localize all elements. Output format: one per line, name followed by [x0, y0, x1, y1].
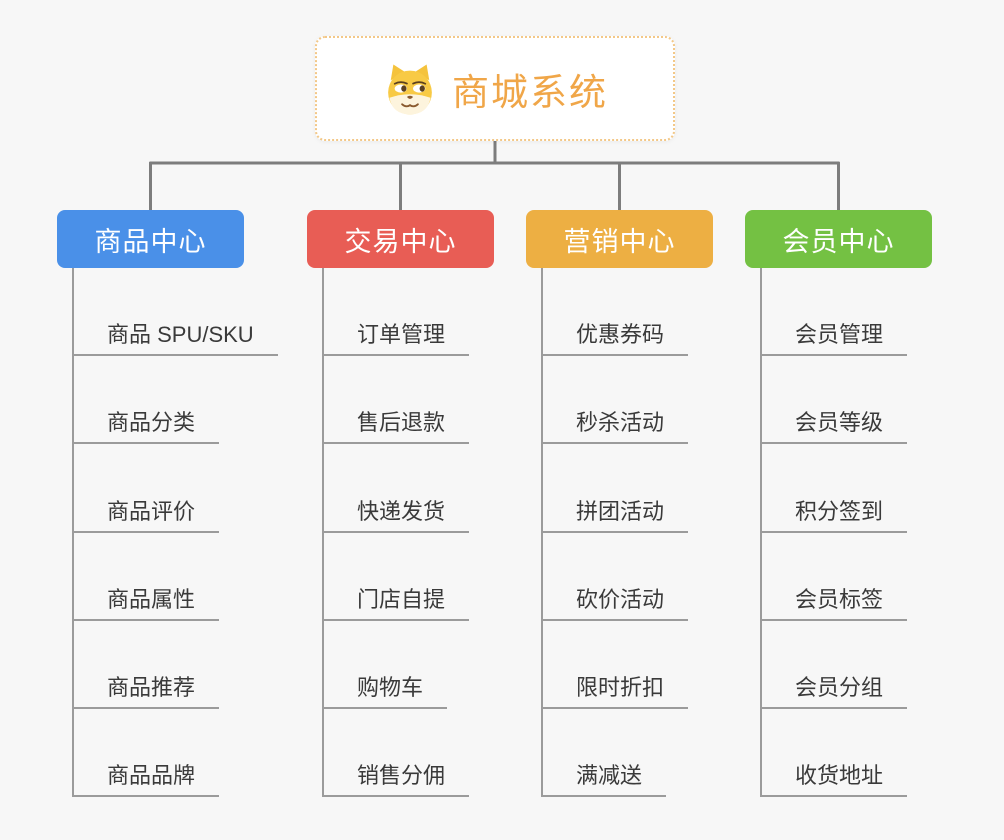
topic-node[interactable]: 商品推荐	[74, 621, 220, 709]
branch-items-trade-center: 订单管理 售后退款 快递发货 门店自提 购物车 销售分佣	[322, 268, 470, 798]
topic-node[interactable]: 快递发货	[324, 444, 470, 533]
root-node[interactable]: 商城系统	[315, 36, 675, 141]
connector-lines	[149, 139, 840, 213]
topic-node[interactable]: 销售分佣	[324, 709, 470, 798]
doge-face-icon	[382, 61, 438, 117]
branch-items-product-center: 商品 SPU/SKU 商品分类 商品评价 商品属性 商品推荐 商品品牌	[72, 268, 278, 798]
topic-node[interactable]: 优惠券码	[543, 268, 689, 357]
topic-node[interactable]: 会员标签	[762, 533, 908, 621]
topic-node[interactable]: 商品品牌	[74, 709, 220, 798]
topic-node[interactable]: 门店自提	[324, 533, 470, 621]
topic-node[interactable]: 售后退款	[324, 356, 470, 445]
topic-node[interactable]: 积分签到	[762, 444, 908, 533]
branch-node-product-center[interactable]: 商品中心	[57, 210, 244, 268]
branch-items-member-center: 会员管理 会员等级 积分签到 会员标签 会员分组 收货地址	[760, 268, 908, 798]
root-title: 商城系统	[452, 71, 608, 113]
branch-node-member-center[interactable]: 会员中心	[745, 210, 932, 268]
topic-node[interactable]: 商品属性	[74, 533, 220, 621]
topic-node[interactable]: 商品 SPU/SKU	[74, 268, 278, 357]
topic-node[interactable]: 订单管理	[324, 268, 470, 357]
topic-node[interactable]: 商品分类	[74, 356, 220, 445]
topic-node[interactable]: 限时折扣	[543, 621, 689, 709]
topic-node[interactable]: 收货地址	[762, 709, 908, 798]
branch-node-trade-center[interactable]: 交易中心	[307, 210, 494, 268]
topic-node[interactable]: 满减送	[543, 709, 667, 798]
topic-node[interactable]: 会员等级	[762, 356, 908, 445]
topic-node[interactable]: 商品评价	[74, 444, 220, 533]
branch-node-marketing-center[interactable]: 营销中心	[526, 210, 713, 268]
topic-node[interactable]: 会员分组	[762, 621, 908, 709]
topic-node[interactable]: 购物车	[324, 621, 448, 709]
topic-node[interactable]: 会员管理	[762, 268, 908, 357]
branch-items-marketing-center: 优惠券码 秒杀活动 拼团活动 砍价活动 限时折扣 满减送	[541, 268, 689, 798]
topic-node[interactable]: 秒杀活动	[543, 356, 689, 445]
topic-node[interactable]: 拼团活动	[543, 444, 689, 533]
topic-node[interactable]: 砍价活动	[543, 533, 689, 621]
